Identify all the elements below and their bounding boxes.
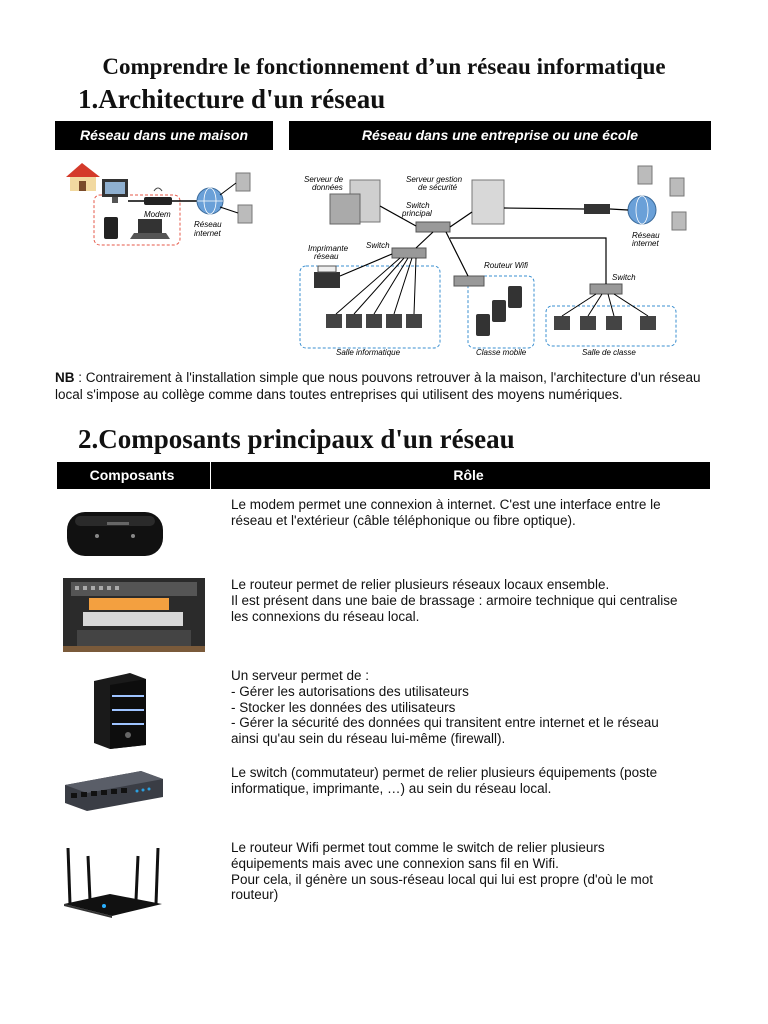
computer-monitor-icon: [326, 314, 422, 328]
section-2-title: 2.Composants principaux d'un réseau: [78, 424, 515, 454]
role-router: Le routeur permet de relier plusieurs ré…: [231, 577, 678, 624]
label-salle-de-classe: Salle de classe: [582, 348, 636, 357]
wifi-router-icon: [453, 275, 485, 287]
header-enterprise-network: Réseau dans une entreprise ou une école: [289, 121, 711, 150]
data-server-icon: [329, 179, 381, 225]
house-icon: [66, 163, 100, 191]
remote-server-icon: [637, 165, 653, 185]
table-header-role: Rôle: [227, 462, 710, 489]
role-server: Un serveur permet de : - Gérer les autor…: [231, 668, 659, 747]
label-classe-mobile: Classe mobile: [476, 348, 527, 357]
role-modem: Le modem permet une connexion à internet…: [231, 497, 661, 528]
table-header-divider: [210, 462, 211, 489]
role-switch: Le switch (commutateur) permet de relier…: [231, 765, 658, 796]
switch-image: [65, 771, 163, 811]
nb-paragraph: NB : Contrairement à l'installation simp…: [55, 369, 725, 403]
table-header-gap: [207, 462, 227, 489]
role-wifi-router: Le routeur Wifi permet tout comme le swi…: [231, 840, 654, 903]
table-header-components: Composants: [57, 462, 207, 489]
label-switch: Switch: [366, 241, 390, 250]
main-switch-icon: [415, 221, 451, 233]
security-server-icon: [471, 179, 505, 225]
header-home-network: Réseau dans une maison: [55, 121, 273, 150]
switch-icon: [391, 247, 427, 259]
tablet-icon: [476, 286, 522, 336]
modem-label: Modem: [144, 210, 171, 219]
printer-icon: [314, 265, 340, 288]
modem-image: [67, 512, 163, 556]
label-switch-right: Switch: [612, 273, 636, 282]
laptop-icon: [130, 219, 170, 239]
nb-label: NB: [55, 370, 75, 385]
label-routeur-wifi: Routeur Wifi: [484, 261, 528, 270]
document-title: Comprendre le fonctionnement d’un réseau…: [102, 54, 666, 79]
switch-right-icon: [589, 283, 623, 295]
section-1-title: 1.Architecture d'un réseau: [78, 84, 386, 114]
server-icon: [219, 172, 253, 224]
internet-globe-icon: [196, 187, 224, 215]
modem-icon: [144, 187, 172, 205]
computer-monitor-icon: [554, 316, 656, 330]
label-salle-informatique: Salle informatique: [336, 348, 401, 357]
tablet-icon: [104, 217, 118, 239]
router-rack-image: [63, 578, 205, 652]
internet-globe-icon: [627, 195, 657, 225]
remote-server-icon: [669, 177, 685, 197]
server-image: [94, 673, 146, 749]
desktop-computer-icon: [102, 179, 128, 203]
wifi-router-image: [64, 847, 162, 918]
nb-text: : Contrairement à l'installation simple …: [55, 370, 701, 402]
firewall-device-icon: [584, 204, 610, 214]
remote-server-icon: [671, 211, 687, 231]
